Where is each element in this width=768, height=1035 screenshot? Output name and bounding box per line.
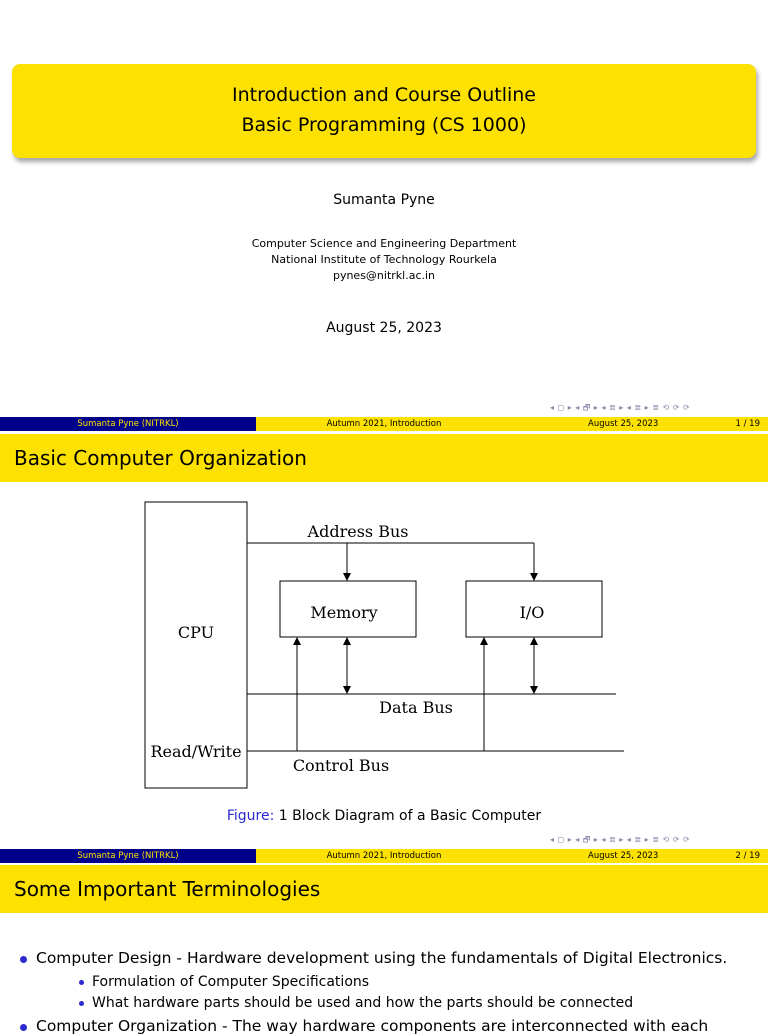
footer-date: August 25, 2023 [588, 851, 659, 861]
sub-bullet-hardware-parts: What hardware parts should be used and h… [78, 995, 634, 1011]
bullet-computer-organization: Computer Organization - The way hardware… [19, 1017, 709, 1035]
block-diagram: CPU Read/Write Address Bus Memory I/O Da… [144, 501, 624, 789]
bullet-computer-design: Computer Design - Hardware development u… [19, 949, 728, 967]
affiliation-institute: National Institute of Technology Rourkel… [271, 253, 497, 266]
figure-caption-text: 1 Block Diagram of a Basic Computer [278, 808, 542, 824]
footer-bar: Sumanta Pyne (NITRKL) Autumn 2021, Intro… [0, 849, 768, 863]
presentation-date: August 25, 2023 [326, 320, 442, 336]
footer-bar: Sumanta Pyne (NITRKL) Autumn 2021, Intro… [0, 417, 768, 431]
cpu-label: CPU [178, 623, 214, 642]
footer-date: August 25, 2023 [588, 419, 659, 429]
footer-page-number: 2 / 19 [735, 851, 761, 861]
address-bus-label: Address Bus [307, 522, 409, 541]
beamer-navigation-icons[interactable]: ◂ ◻ ▸ ◂ 🗗 ▸ ◂ ≣ ▸ ◂ ≣ ▸ ≣ ⟲ ⟳ ⟳ [550, 835, 691, 844]
footer-author: Sumanta Pyne (NITRKL) [0, 417, 256, 431]
frame-title-bar: Some Important Terminologies [0, 865, 768, 913]
title-line-1: Introduction and Course Outline [232, 84, 536, 106]
beamer-navigation-icons[interactable]: ◂ ◻ ▸ ◂ 🗗 ▸ ◂ ≣ ▸ ◂ ≣ ▸ ≣ ⟲ ⟳ ⟳ [550, 403, 691, 412]
control-bus-label: Control Bus [293, 756, 389, 775]
frame-title: Some Important Terminologies [14, 877, 321, 901]
io-label: I/O [520, 603, 545, 622]
cpu-box [144, 501, 248, 789]
title-line-2: Basic Programming (CS 1000) [241, 114, 527, 136]
footer-author: Sumanta Pyne (NITRKL) [0, 849, 256, 863]
sub-bullet-specifications: Formulation of Computer Specifications [78, 974, 370, 990]
affiliation-department: Computer Science and Engineering Departm… [251, 237, 517, 250]
figure-label: Figure: [226, 808, 275, 824]
data-bus-label: Data Bus [379, 698, 453, 717]
footer-course: Autumn 2021, Introduction [256, 417, 512, 431]
author-name: Sumanta Pyne [333, 192, 435, 208]
title-box: Introduction and Course Outline Basic Pr… [12, 64, 756, 158]
figure-caption: Figure: 1 Block Diagram of a Basic Compu… [0, 808, 768, 824]
footer-course: Autumn 2021, Introduction [256, 849, 512, 863]
memory-label: Memory [310, 603, 377, 622]
frame-title-bar: Basic Computer Organization [0, 434, 768, 482]
read-write-label: Read/Write [150, 742, 241, 761]
footer-page-number: 1 / 19 [735, 419, 761, 429]
frame-title: Basic Computer Organization [14, 446, 307, 470]
affiliation-email[interactable]: pynes@nitrkl.ac.in [332, 269, 436, 282]
